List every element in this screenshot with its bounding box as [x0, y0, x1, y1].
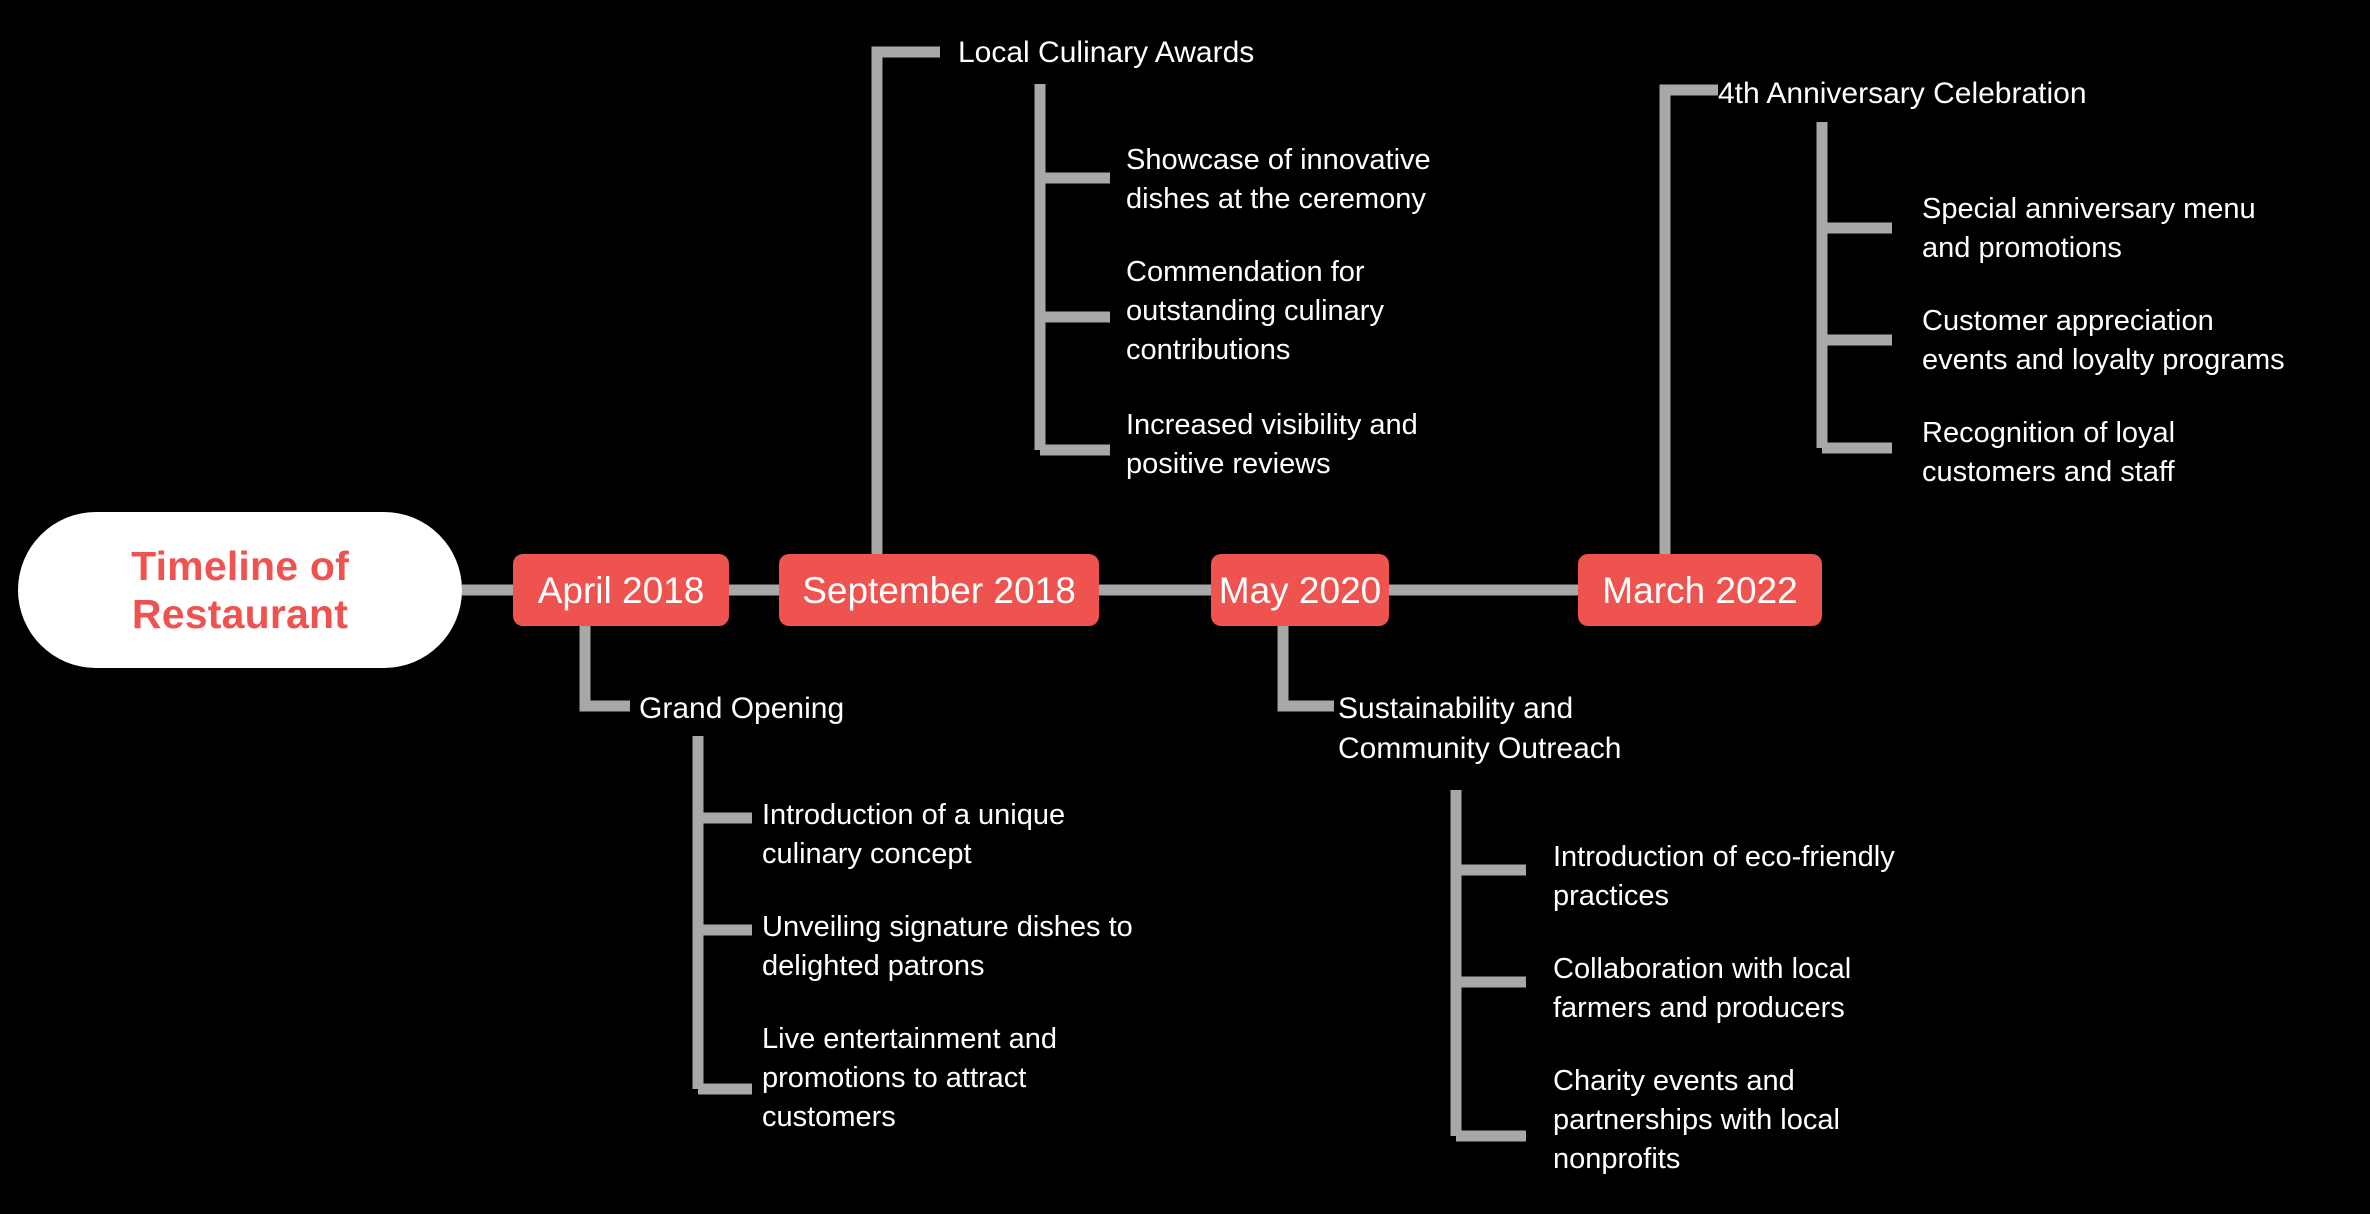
edge-may2020-to-sustainability — [1277, 620, 1334, 712]
detail-label-sustainability-3: Charity events and partnerships with loc… — [1553, 1065, 1840, 1175]
event-label-4th-anniversary-celebration: 4th Anniversary Celebration — [1718, 77, 2087, 110]
milestone-node-april-2018[interactable]: April 2018 — [513, 554, 729, 626]
event-label-local-culinary-awards: Local Culinary Awards — [958, 36, 1255, 69]
edge-march2022-to-anniversary — [1659, 84, 1718, 560]
milestone-node-may-2020[interactable]: May 2020 — [1211, 554, 1389, 626]
event-label-sustainability-community-outreach: Sustainability and Community Outreach — [1338, 692, 1622, 766]
detail-label-grand-opening-3: Live entertainment and promotions to att… — [762, 1023, 1058, 1133]
detail-label-grand-opening-1: Introduction of a unique culinary concep… — [762, 799, 1066, 870]
detail-label-awards-3: Increased visibility and positive review… — [1126, 409, 1418, 480]
root-node-timeline-of-restaurant[interactable]: Timeline of Restaurant — [18, 512, 462, 668]
milestone-node-march-2022[interactable]: March 2022 — [1578, 554, 1822, 626]
detail-label-anniversary-3: Recognition of loyal customers and staff — [1922, 417, 2176, 488]
milestone-node-september-2018[interactable]: September 2018 — [779, 554, 1099, 626]
detail-label-sustainability-1: Introduction of eco-friendly practices — [1553, 841, 1895, 912]
detail-label-anniversary-1: Special anniversary menu and promotions — [1922, 193, 2256, 264]
detail-label-sustainability-2: Collaboration with local farmers and pro… — [1553, 953, 1852, 1024]
event-label-grand-opening: Grand Opening — [639, 692, 845, 725]
detail-label-awards-1: Showcase of innovative dishes at the cer… — [1126, 144, 1431, 215]
detail-label-anniversary-2: Customer appreciation events and loyalty… — [1922, 305, 2285, 376]
edge-september2018-to-local-culinary-awards — [871, 46, 940, 560]
detail-label-awards-2: Commendation for outstanding culinary co… — [1126, 256, 1384, 366]
edge-april2018-to-grand-opening — [579, 620, 630, 712]
detail-label-grand-opening-2: Unveiling signature dishes to delighted … — [762, 911, 1133, 982]
